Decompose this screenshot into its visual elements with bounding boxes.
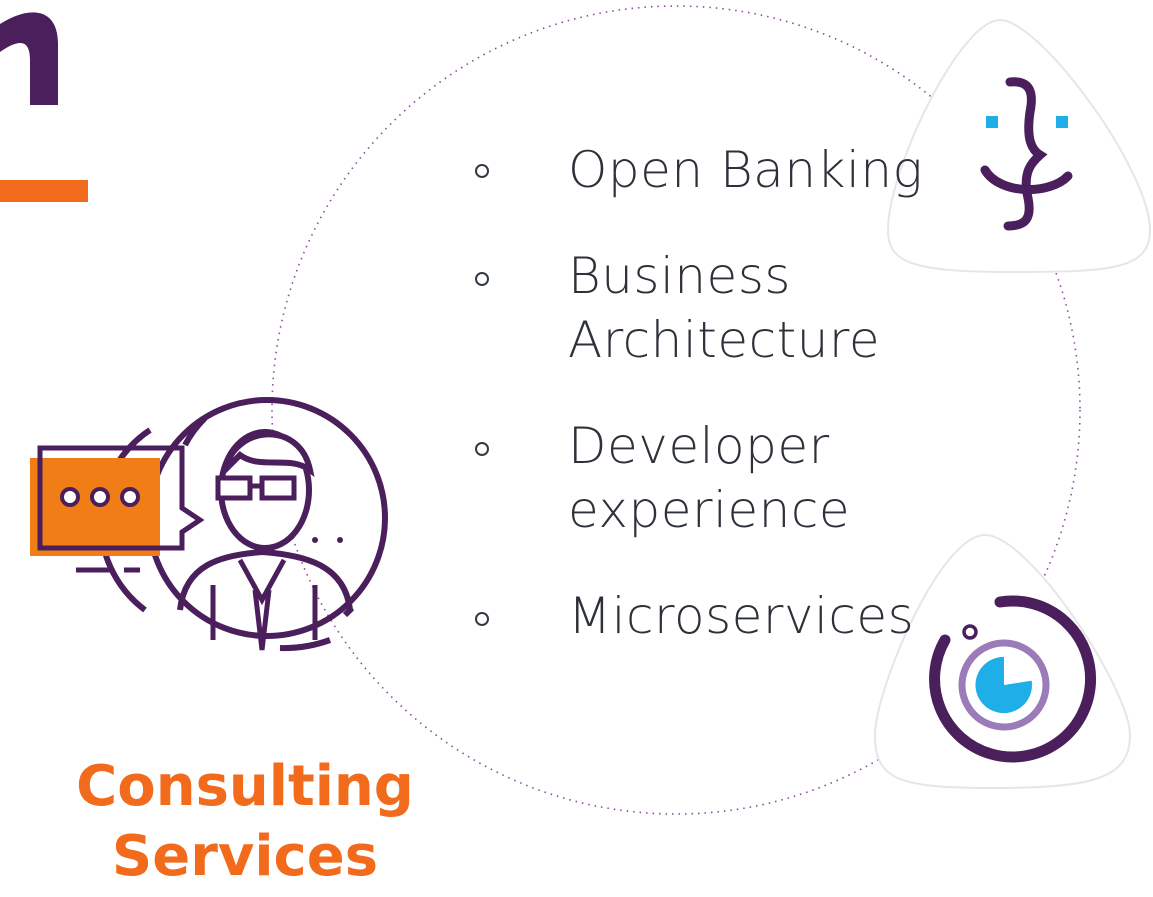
dotted-circle: [271, 5, 1081, 815]
service-item-developer-experience: Developer experience: [568, 417, 851, 539]
brand-logo-fragment: [0, 12, 58, 106]
bullet-icon: [475, 272, 489, 286]
service-item-business-architecture: Business Architecture: [568, 247, 881, 369]
service-item-open-banking: Open Banking: [568, 141, 924, 199]
gauge-dial-icon: [873, 533, 1132, 790]
bullet-icon: [475, 442, 489, 456]
consultant-chat-icon: [30, 397, 388, 652]
bullet-icon: [475, 164, 489, 178]
bullet-icon: [475, 612, 489, 626]
service-item-microservices: Microservices: [568, 587, 915, 645]
orange-underline: [0, 180, 88, 202]
face-brace-icon: [886, 18, 1152, 274]
consulting-services-title: Consulting Services: [76, 754, 414, 889]
